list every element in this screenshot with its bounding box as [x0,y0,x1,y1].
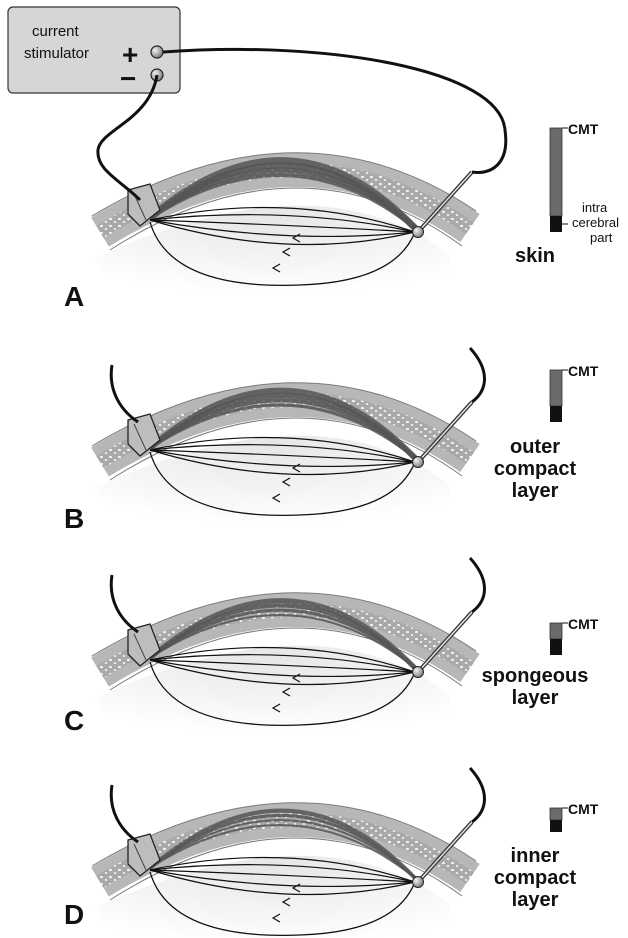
stimulator-label-line2: stimulator [24,45,89,62]
cmt-label: CMT [568,616,599,632]
layer-label: compact [494,458,577,480]
cmt-label: CMT [568,363,599,379]
intensity-bar [550,128,562,216]
intensity-bar-intracerebral [550,639,562,655]
needle-tip-icon [413,457,424,468]
panel-letter: B [64,503,84,534]
negative-wire [111,785,138,842]
minus-sign: − [120,63,136,94]
needle-tip-icon [413,667,424,678]
layer-label: skin [515,245,555,267]
intracerebral-label: intra [582,200,608,215]
positive-wire [163,49,506,172]
positive-wire [470,768,485,822]
panel-letter: D [64,899,84,930]
cmt-label: CMT [568,801,599,817]
layer-label: inner [511,845,560,867]
current-stimulator: current stimulator + − [8,7,180,94]
layer-label: layer [512,687,559,709]
intensity-bar-intracerebral [550,216,562,232]
intracerebral-label: cerebral [572,215,619,230]
intracerebral-label: part [590,230,613,245]
cmt-label: CMT [568,121,599,137]
positive-terminal-icon [151,46,163,58]
layer-label: spongeous [482,665,589,687]
layer-label: compact [494,867,577,889]
positive-wire [470,558,485,612]
needle-tip-icon [413,877,424,888]
positive-wire [470,348,485,402]
stimulator-label-line1: current [32,23,80,40]
intensity-bar-intracerebral [550,406,562,422]
intensity-bar-intracerebral [550,820,562,832]
layer-label: layer [512,480,559,502]
intensity-bar [550,808,562,820]
needle-tip-icon [413,227,424,238]
layer-label: outer [510,436,560,458]
panel-letter: A [64,281,84,312]
panels: CMTskinACMToutercompactlayerBCMTspongeou… [64,49,599,938]
intensity-bar [550,623,562,639]
intensity-bar [550,370,562,406]
panel-letter: C [64,705,84,736]
negative-wire [111,365,138,422]
layer-label: layer [512,889,559,911]
negative-wire [111,575,138,632]
